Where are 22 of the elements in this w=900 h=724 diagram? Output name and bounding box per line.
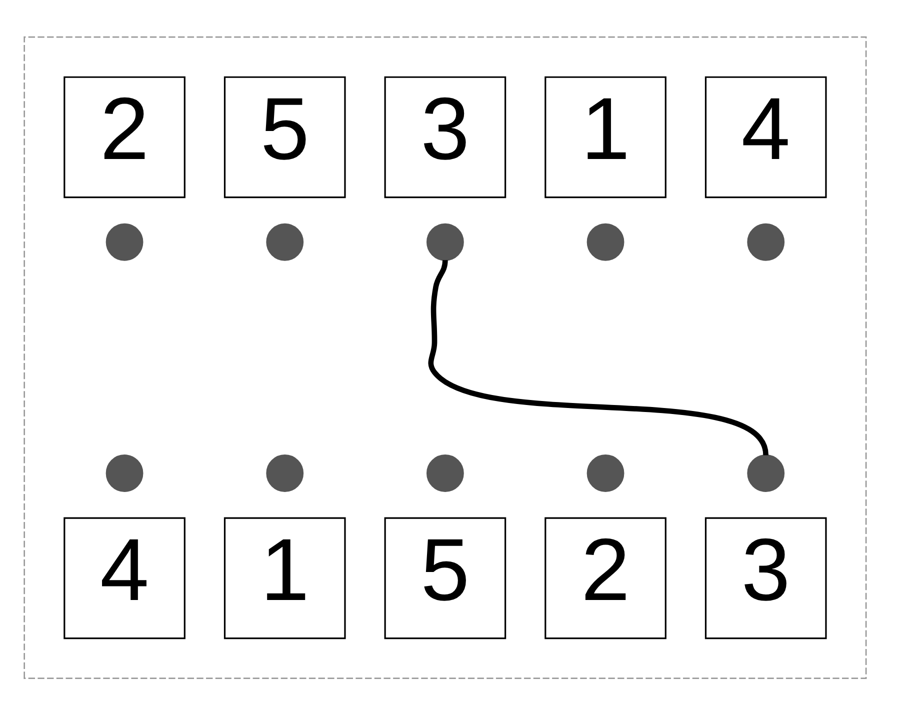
node-circle [747, 222, 785, 260]
node-circle [426, 454, 464, 492]
node-circle [586, 222, 624, 260]
connector [428, 259, 768, 456]
node-circle [266, 222, 304, 260]
node-box: 2 [64, 76, 186, 198]
cluster [24, 36, 867, 679]
node-circle [266, 454, 304, 492]
node-box: 3 [704, 516, 827, 639]
node-box: 5 [384, 516, 506, 639]
node-box: 5 [224, 76, 346, 198]
node-box: 4 [64, 516, 186, 639]
node-circle [747, 454, 785, 492]
node-circle [426, 222, 464, 260]
node-box: 1 [224, 516, 346, 639]
node-box: 1 [544, 76, 666, 198]
node-box: 2 [544, 516, 666, 639]
node-box: 4 [704, 76, 827, 198]
node-circle [106, 222, 144, 260]
node-circle [586, 454, 624, 492]
node-box: 3 [384, 76, 506, 198]
node-circle [106, 454, 144, 492]
